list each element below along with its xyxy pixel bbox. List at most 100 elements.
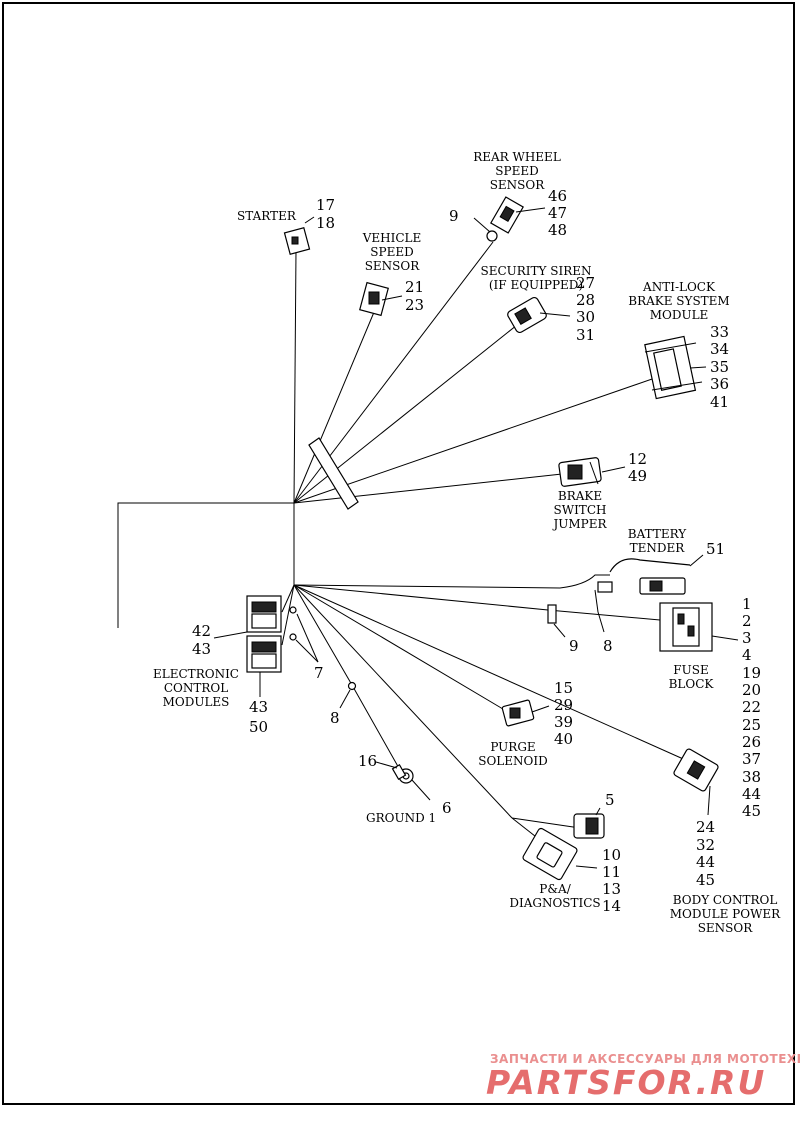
fuse-block-ref: 26 [742,733,761,751]
abs-label: BRAKE SYSTEM [628,294,729,308]
diagnostics-ref: 11 [602,863,621,881]
ground-terminal [347,681,414,784]
battery-tender-label: TENDER [630,541,686,555]
fuse-block-label: FUSE [673,663,708,677]
vss-label: SENSOR [365,259,421,273]
purge-label: PURGE [490,740,535,754]
fuse-block-ref: 22 [742,698,761,716]
battery-tender-connector [597,558,691,595]
watermark-tagline: ЗАПЧАСТИ И АКСЕССУАРЫ ДЛЯ МОТОТЕХНИКИ [490,1052,800,1066]
fuse-block-ref: 38 [742,768,761,786]
vss-ref: 23 [405,296,424,314]
harness-wires [117,241,691,841]
fuse-block-clip [547,604,557,624]
ecm-connector-top [246,595,297,633]
wire-vss [293,304,378,504]
watermark-brand: PARTSFOR.RU [486,1063,766,1102]
purge-label: SOLENOID [478,754,548,768]
vss-label: SPEED [370,245,413,259]
bcm-ref: 44 [696,853,715,871]
rear-wheel-ref: 47 [548,204,567,222]
purge-ref: 15 [554,679,573,697]
bcm-label: BODY CONTROL [673,893,778,907]
brake-switch-label: JUMPER [551,517,607,531]
rear-wheel-ref: 46 [548,187,567,205]
fuse-block-ref: 3 [742,629,752,647]
diagram-frame [2,2,795,1105]
diagnostics-connector [522,813,605,881]
ground-tie-ref: 8 [330,709,340,727]
rear-wheel-label: SENSOR [490,178,546,192]
fuse-block-label: BLOCK [669,677,715,691]
ecm-ref: 43 [192,640,211,658]
purge-ref: 40 [554,730,573,748]
diagnostics-label: P&A/ [539,882,571,896]
fuse-block-ref: 2 [742,612,752,630]
abs-module-connector [644,335,703,400]
fuse-block-ref: 1 [742,595,752,613]
ground-tie [347,681,357,691]
ecm-label: ELECTRONIC [153,667,239,681]
wire-ground [293,584,401,771]
fuse-block-ref: 19 [742,664,761,682]
siren-label: SECURITY SIREN [480,264,591,278]
siren-ref: 30 [576,308,595,326]
brake-switch-label: SWITCH [554,503,607,517]
vss-connector [359,281,389,317]
main-trunk-left [117,502,294,628]
purge-solenoid-connector [501,699,535,727]
bcm-label: SENSOR [698,921,754,935]
brake-switch-ref: 12 [628,450,647,468]
bcm-ref: 32 [696,836,715,854]
fuse-block-ref: 45 [742,802,761,820]
abs-label: ANTI-LOCK [642,280,716,294]
wire-ecm-top [281,584,295,613]
rear-wheel-ref: 48 [548,221,567,239]
wire-diagnostics [293,584,513,819]
battery-tender-label: BATTERY [628,527,687,541]
vss-ref: 21 [405,278,424,296]
fuse-block-clip-ref: 9 [569,637,579,655]
brake-switch-connector [558,457,602,487]
ecm-ref: 43 [249,698,268,716]
starter-ref: 18 [316,214,335,232]
wire-bcm [293,584,691,763]
diagnostics-label: DIAGNOSTICS [509,896,600,910]
purge-ref: 39 [554,713,573,731]
bcm-ref: 24 [696,818,715,836]
wire-ecm-bottom [281,584,295,646]
bcm-label: MODULE POWER [670,907,781,921]
fuse-block-ref: 44 [742,785,761,803]
brake-switch-label: BRAKE [558,489,602,503]
fuse-block-tie-ref: 8 [603,637,613,655]
abs-ref: 36 [710,375,729,393]
fuse-block-tie [594,589,599,613]
fuse-block-connector [547,589,713,652]
ecm-ref: 42 [192,622,211,640]
rear-wheel-label: SPEED [495,164,538,178]
diagnostics-ref: 5 [605,791,615,809]
starter-label: STARTER [237,209,297,223]
battery-tender-ref: 51 [706,540,725,558]
diagnostics-ref: 10 [602,846,621,864]
ecm-label: CONTROL [164,681,228,695]
vss-label: VEHICLE [362,231,422,245]
fuse-block-ref: 20 [742,681,761,699]
wire-brake-switch [293,473,563,504]
rear-wheel-clip [486,230,498,242]
rear-wheel-clip-ref: 9 [449,207,459,225]
wire-abs [293,377,656,504]
wire-purge [293,584,509,713]
starter-ref: 17 [316,196,335,214]
bcm-power-sensor-connector [673,748,719,792]
fuse-block-ref: 25 [742,716,761,734]
rear-wheel-label: REAR WHEEL [473,150,561,164]
diagnostics-ref: 14 [602,897,621,915]
siren-label: (IF EQUIPPED) [489,278,583,292]
ground-ref: 16 [358,752,377,770]
purge-ref: 29 [554,696,573,714]
wire-battery-tender [293,574,610,589]
ecm-clip-ref: 7 [314,664,324,682]
ecm-label: MODULES [163,695,230,709]
